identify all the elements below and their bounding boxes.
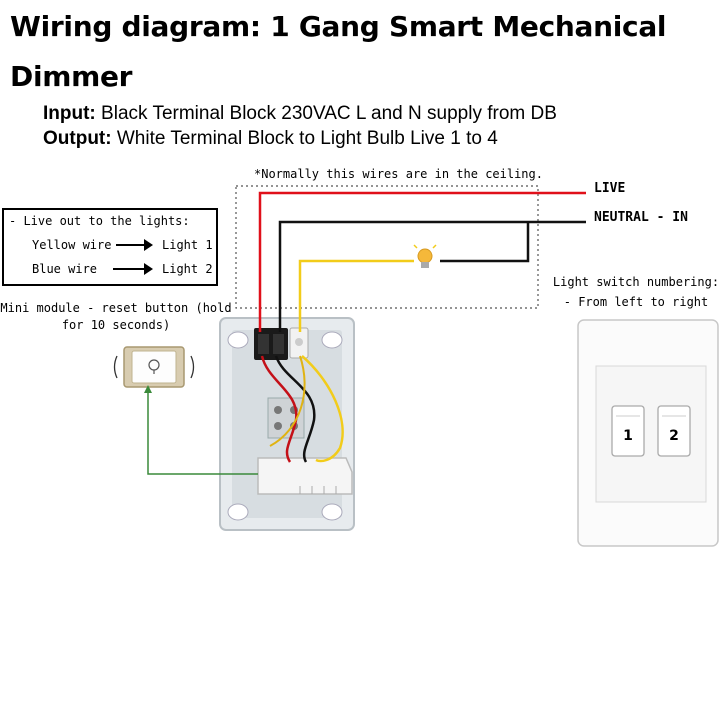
arrow-right-icon <box>116 239 153 251</box>
switch-1-number: 1 <box>623 428 633 444</box>
input-spec: Input: Black Terminal Block 230VAC L and… <box>43 101 557 126</box>
wall-switch-plate <box>577 319 719 547</box>
numbering-caption: Light switch numbering: - From left to r… <box>552 272 720 312</box>
light-bulb-icon <box>413 244 437 268</box>
yellow-light-wire <box>298 259 414 332</box>
switch-2-number: 2 <box>669 428 679 444</box>
legend-box: - Live out to the lights: Yellow wire Li… <box>2 208 218 286</box>
bulb-neutral-return <box>440 222 530 263</box>
output-label: Output: <box>43 128 112 149</box>
live-wire <box>258 191 586 332</box>
live-label: LIVE <box>594 181 626 196</box>
legend-heading: - Live out to the lights: <box>9 214 190 228</box>
mini-module-line-2: for 10 seconds) <box>61 318 171 332</box>
neutral-label: NEUTRAL - IN <box>594 210 688 225</box>
legend-light-2: Light 2 <box>162 262 213 276</box>
mini-module-caption: Mini module - reset button (hold for 10 … <box>0 300 232 334</box>
internal-black-wire <box>274 355 316 463</box>
output-spec: Output: White Terminal Block to Light Bu… <box>43 126 557 151</box>
arrow-right-icon <box>113 263 153 275</box>
neutral-wire <box>278 220 586 332</box>
input-text: Black Terminal Block 230VAC L and N supp… <box>101 103 557 124</box>
white-terminal-block <box>289 327 309 359</box>
legend-wire-blue: Blue wire <box>32 262 98 276</box>
input-label: Input: <box>43 103 96 124</box>
internal-yellow-wire <box>301 355 344 463</box>
mini-module <box>257 457 353 495</box>
legend-row-yellow: Yellow wire Light 1 <box>4 236 216 254</box>
ceiling-box <box>235 185 539 309</box>
reset-button-pointer <box>147 388 258 475</box>
legend-wire-yellow: Yellow wire <box>32 238 112 252</box>
output-text: White Terminal Block to Light Bulb Live … <box>116 128 498 149</box>
numbering-line-1: Light switch numbering: <box>552 275 720 289</box>
black-terminal-block <box>254 328 288 360</box>
numbering-line-2: - From left to right <box>563 295 709 309</box>
legend-row-blue: Blue wire Light 2 <box>4 260 216 278</box>
legend-light-1: Light 1 <box>162 238 213 252</box>
page-title: Wiring diagram: 1 Gang Smart Mechanical … <box>10 10 667 93</box>
ceiling-note: *Normally this wires are in the ceiling. <box>254 167 543 181</box>
reset-button-icon <box>113 346 195 388</box>
mini-module-line-1: Mini module - reset button (hold <box>0 301 232 315</box>
specs-block: Input: Black Terminal Block 230VAC L and… <box>43 101 557 151</box>
internal-yellow-wire-2 <box>269 355 306 447</box>
